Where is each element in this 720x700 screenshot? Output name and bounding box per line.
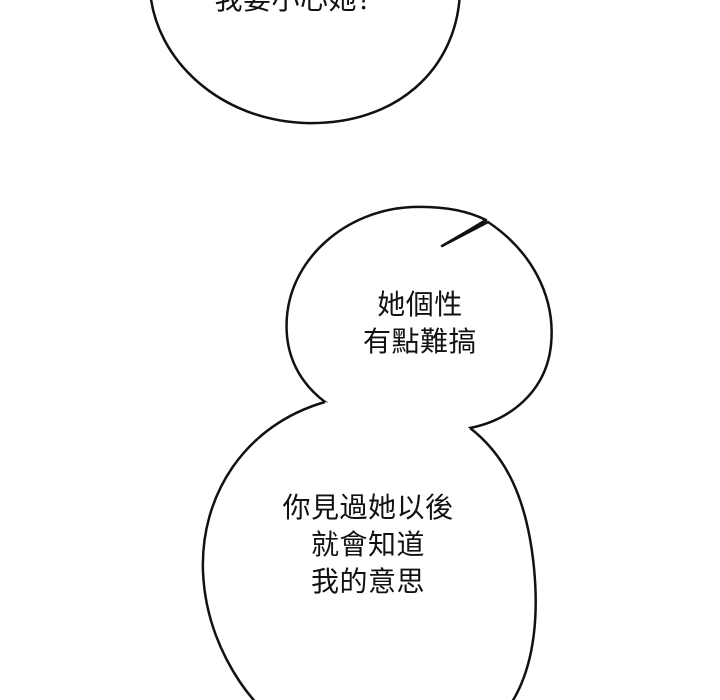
speech-line: 就會知道 [310,528,425,561]
speech-text-middle: 她個性 有點難搞 [340,286,500,360]
speech-line: 我的意思 [310,565,425,598]
speech-bubble-top [149,0,461,125]
speech-line: 你見過她以後 [282,491,454,524]
speech-bubble-middle [285,205,553,438]
speech-text-top: 我要小心她？ [200,0,400,18]
speech-text-bottom: 你見過她以後 就會知道 我的意思 [268,489,468,600]
speech-line: 她個性 [377,288,463,321]
speech-bubble-bottom [201,400,537,700]
speech-line: 我要小心她？ [200,0,400,18]
speech-line: 有點難搞 [362,325,477,358]
bubble-seam-cover [328,401,469,437]
